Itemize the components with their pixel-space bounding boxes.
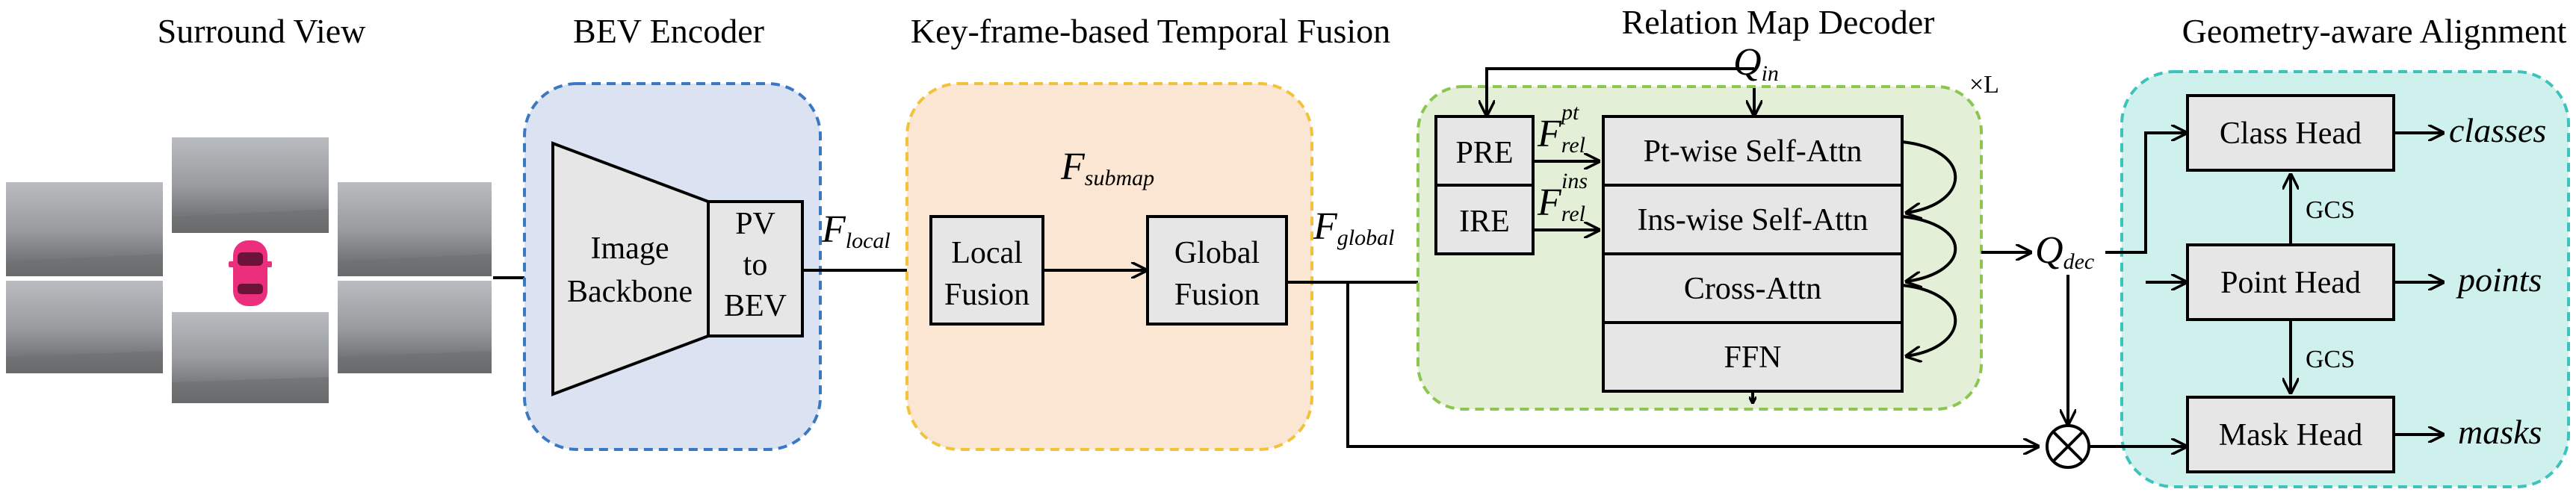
ffn-label: FFN bbox=[1724, 340, 1781, 375]
local-fusion-label-2: Fusion bbox=[944, 278, 1030, 312]
gcs-upper-label: GCS bbox=[2306, 196, 2355, 224]
output-classes: classes bbox=[2449, 111, 2546, 149]
gcs-lower-label: GCS bbox=[2306, 346, 2355, 373]
ins-wise-self-attn-label: Ins-wise Self-Attn bbox=[1637, 203, 1868, 237]
local-fusion-box bbox=[929, 215, 1044, 326]
pre-box bbox=[1434, 115, 1535, 187]
class-head-label: Class Head bbox=[2220, 116, 2362, 151]
title-relation-map-decoder: Relation Map Decoder bbox=[1622, 3, 1935, 41]
local-fusion-label-1: Local bbox=[951, 236, 1023, 270]
f-rel-pt-symbol: Frel bbox=[1537, 113, 1585, 158]
decoder-repeat-label: ×L bbox=[1969, 71, 1999, 99]
f-global-symbol: Fglobal bbox=[1313, 205, 1394, 250]
f-rel-ins-symbol: Frel bbox=[1537, 181, 1585, 226]
point-head-label: Point Head bbox=[2220, 266, 2361, 300]
image-backbone-label-1: Image bbox=[591, 231, 669, 266]
cross-attn-label: Cross-Attn bbox=[1684, 272, 1821, 306]
q-dec-symbol: Qdec bbox=[2035, 229, 2094, 274]
surround-view-images bbox=[6, 137, 492, 403]
ffn-box bbox=[1602, 321, 1904, 393]
title-temporal-fusion: Key-frame-based Temporal Fusion bbox=[911, 12, 1390, 50]
global-fusion-label-2: Fusion bbox=[1174, 278, 1260, 312]
f-rel-ins-superscript: ins bbox=[1561, 169, 1588, 193]
car-icon bbox=[229, 240, 272, 306]
q-in-symbol: Qin bbox=[1733, 41, 1779, 86]
mask-head-label: Mask Head bbox=[2219, 418, 2362, 452]
f-submap-symbol: Fsubmap bbox=[1060, 146, 1154, 190]
ire-label: IRE bbox=[1459, 205, 1510, 239]
global-fusion-box bbox=[1146, 215, 1288, 326]
multiply-node bbox=[2046, 424, 2090, 469]
title-geometry-aware-alignment: Geometry-aware Alignment bbox=[2182, 12, 2567, 50]
pre-label: PRE bbox=[1455, 136, 1513, 170]
global-fusion-label-1: Global bbox=[1174, 236, 1260, 270]
f-rel-pt-superscript: pt bbox=[1560, 100, 1579, 125]
output-points: points bbox=[2456, 261, 2542, 299]
image-backbone-label-2: Backbone bbox=[567, 275, 693, 309]
mask-head-box bbox=[2186, 396, 2395, 473]
pv-to-bev-label-3: BEV bbox=[724, 289, 787, 323]
temporal-fusion-panel bbox=[905, 82, 1313, 451]
title-surround-view: Surround View bbox=[158, 12, 367, 50]
pv-to-bev-label-1: PV bbox=[735, 207, 775, 241]
ins-wise-self-attn-box bbox=[1602, 184, 1904, 255]
ire-box bbox=[1434, 184, 1535, 255]
output-masks: masks bbox=[2458, 413, 2542, 451]
pv-to-bev-label-2: to bbox=[743, 248, 768, 282]
pt-wise-self-attn-label: Pt-wise Self-Attn bbox=[1644, 134, 1863, 169]
f-local-symbol: Flocal bbox=[821, 208, 891, 253]
cross-attn-box bbox=[1602, 252, 1904, 324]
title-bev-encoder: BEV Encoder bbox=[573, 12, 764, 50]
